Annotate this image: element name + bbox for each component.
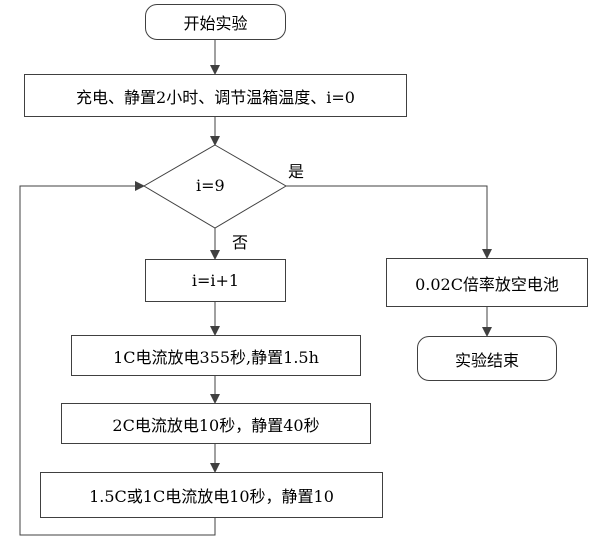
arrow-loop-back	[19, 181, 216, 536]
step3-node: 1.5C或1C电流放电10秒，静置10	[40, 472, 383, 518]
increment-node: i=i+1	[145, 259, 286, 302]
discharge-node: 0.02C倍率放空电池	[386, 258, 588, 307]
init-node: 充电、静置2小时、调节温箱温度、i=0	[24, 74, 407, 117]
step2-node: 2C电流放电10秒，静置40秒	[61, 403, 371, 444]
decision-label: i=9	[196, 176, 225, 195]
end-node: 实验结束	[417, 336, 557, 381]
no-label: 否	[232, 233, 249, 252]
arrow-decision-to-discharge	[286, 185, 492, 259]
yes-label: 是	[288, 162, 305, 181]
start-node: 开始实验	[145, 4, 286, 40]
step1-node: 1C电流放电355秒,静置1.5h	[71, 335, 361, 376]
